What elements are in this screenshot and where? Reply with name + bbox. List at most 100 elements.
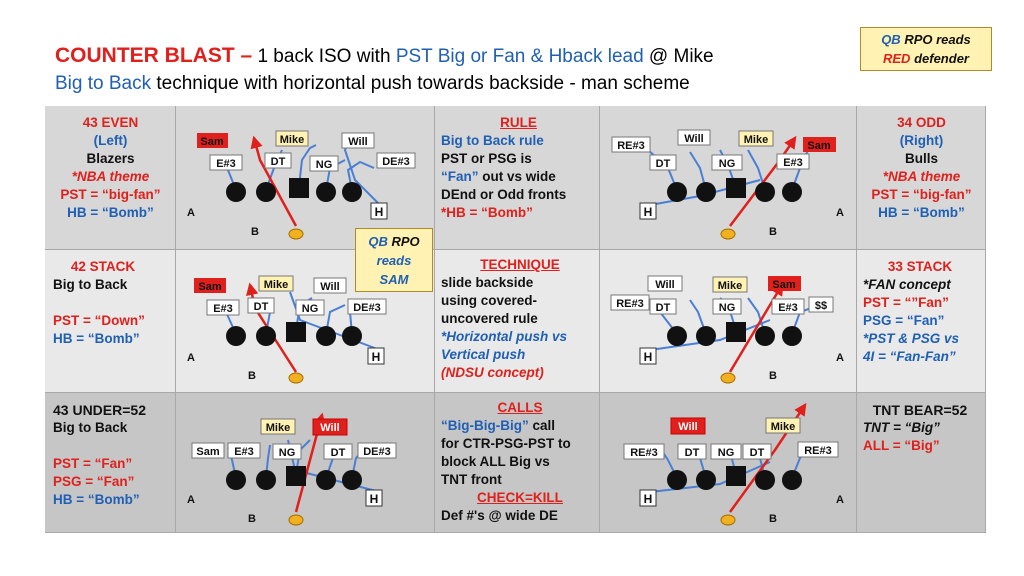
front-line: TNT = “Big” — [863, 420, 940, 435]
play-name: COUNTER BLAST – — [55, 44, 253, 67]
mike-label: Mike — [264, 279, 288, 291]
title-blue-1: PST Big or Fan & Hback lead — [395, 46, 644, 67]
cell-43-even: 43 EVEN (Left) Blazers *NBA theme PST = … — [45, 106, 176, 250]
ball-icon — [720, 228, 736, 240]
sam-box — [768, 276, 801, 291]
de3-label: DE#3 — [363, 446, 391, 458]
front-line: Big to Back — [53, 420, 128, 435]
sam-box — [803, 137, 836, 152]
title-text-1: 1 back ISO with — [252, 46, 396, 67]
front-line: HB = “Bomb” — [53, 331, 140, 346]
front-line: HB = “Bomb” — [67, 205, 154, 220]
ng-box — [711, 154, 743, 171]
cell-33-stack: 33 STACK *FAN concept PST = “”Fan” PSG =… — [857, 250, 986, 393]
re3-label: RE#3 — [616, 298, 644, 310]
ng-label: NG — [719, 302, 736, 314]
mike-label: Mike — [718, 280, 742, 292]
ss-label: $$ — [815, 300, 827, 312]
dt-label: DT — [656, 158, 671, 170]
e3-label: E#3 — [216, 158, 236, 170]
calls-line: “Big-Big-Big” — [441, 418, 529, 433]
will-label: Will — [684, 133, 703, 145]
sam-label: Sam — [196, 446, 219, 458]
will-label: Will — [678, 421, 697, 433]
cell-calls: CALLS “Big-Big-Big” call for CTR-PSG-PST… — [435, 393, 600, 533]
re3-box — [610, 294, 650, 311]
diagram-tnt-bear: Will Mike RE#3 DT NG DT RE#3 H A B — [623, 402, 844, 526]
front-title: TNT BEAR=52 — [872, 402, 968, 418]
rule-line: PST or PSG is — [441, 151, 532, 166]
dt-box — [649, 154, 677, 171]
front-line: HB = “Bomb” — [53, 492, 140, 507]
legend-red: RED — [883, 51, 911, 66]
cell-42-stack: 42 STACK Big to Back PST = “Down” HB = “… — [45, 250, 176, 393]
calls-def: Def #'s @ wide DE — [441, 508, 558, 523]
mike-label: Mike — [744, 134, 768, 146]
qb-rpo-sam-box: QB RPO reads SAM — [355, 228, 433, 292]
sam-label: Sam — [198, 281, 221, 293]
diagram-33-stack: Will Mike Sam RE#3 DT NG E#3 $$ H A B — [610, 275, 844, 384]
h-box — [639, 347, 657, 365]
e3-box — [209, 154, 243, 171]
a-label: A — [187, 352, 195, 364]
diagram-34-odd: RE#3 Will Mike Sam DT NG E#3 H A B — [611, 129, 844, 240]
front-line: *FAN concept — [863, 277, 951, 292]
offensive-line — [667, 178, 802, 202]
cell-diagram-6 — [600, 393, 857, 533]
re3-box — [797, 441, 839, 458]
front-title: 33 STACK — [887, 259, 953, 274]
front-line: *NBA theme — [71, 169, 150, 184]
e3-box — [771, 298, 805, 315]
h-label: H — [644, 492, 653, 506]
sam-box — [194, 278, 226, 293]
de3-label: DE#3 — [353, 302, 381, 314]
h-label: H — [370, 492, 379, 506]
play-title: COUNTER BLAST – 1 back ISO with PST Big … — [55, 42, 855, 97]
front-line: ALL = “Big” — [863, 438, 940, 453]
sam-label: Sam — [807, 140, 830, 152]
calls-line: for CTR-PSG-PST to — [441, 436, 571, 451]
technique-line: uncovered rule — [441, 311, 538, 326]
sam-label: Sam — [200, 136, 223, 148]
front-line: Bulls — [904, 151, 938, 166]
ng-label: NG — [316, 159, 333, 171]
de3-box — [357, 442, 397, 459]
dt-label: DT — [271, 156, 286, 168]
front-line: PST = “Fan” — [53, 456, 133, 471]
mike-box — [260, 418, 296, 435]
diagram-43-under: Mike Will Sam E#3 NG DT DE#3 A H B — [187, 412, 397, 526]
will-box — [677, 129, 711, 146]
technique-line: (NDSU concept) — [441, 365, 544, 380]
a-label: A — [836, 494, 844, 506]
cell-tnt-bear: TNT BEAR=52 TNT = “Big” ALL = “Big” — [857, 393, 986, 533]
a-label: A — [836, 207, 844, 219]
e3-box — [206, 299, 240, 316]
cell-technique: TECHNIQUE slide backside using covered- … — [435, 250, 600, 393]
rpo-label: RPO — [391, 234, 420, 249]
technique-line: *Horizontal push vs — [441, 329, 568, 344]
offensive-line — [667, 466, 802, 490]
ng-box — [272, 443, 302, 460]
ng-label: NG — [279, 447, 296, 459]
legend-qb: QB — [881, 32, 901, 47]
will-label: Will — [320, 422, 339, 434]
de3-box — [347, 298, 387, 315]
technique-title: TECHNIQUE — [480, 257, 560, 272]
de3-label: DE#3 — [382, 156, 410, 168]
front-line: PST = “big-fan” — [871, 187, 972, 202]
front-line: PST = “Down” — [53, 313, 145, 328]
rule-line: “Fan” — [441, 169, 479, 184]
re3-label: RE#3 — [804, 445, 832, 457]
dt-box — [323, 443, 353, 460]
b-label: B — [769, 226, 777, 238]
mike-box — [712, 276, 748, 293]
offensive-line — [226, 178, 362, 202]
ball-icon — [720, 372, 736, 384]
h-label: H — [372, 350, 381, 364]
reads-label: reads — [376, 253, 412, 268]
diagram-42-stack: Sam Mike Will E#3 DT NG DE#3 A H B — [187, 275, 387, 384]
will-label: Will — [320, 281, 339, 293]
h-box — [367, 347, 385, 365]
front-line: *NBA theme — [882, 169, 961, 184]
ng-label: NG — [302, 303, 319, 315]
